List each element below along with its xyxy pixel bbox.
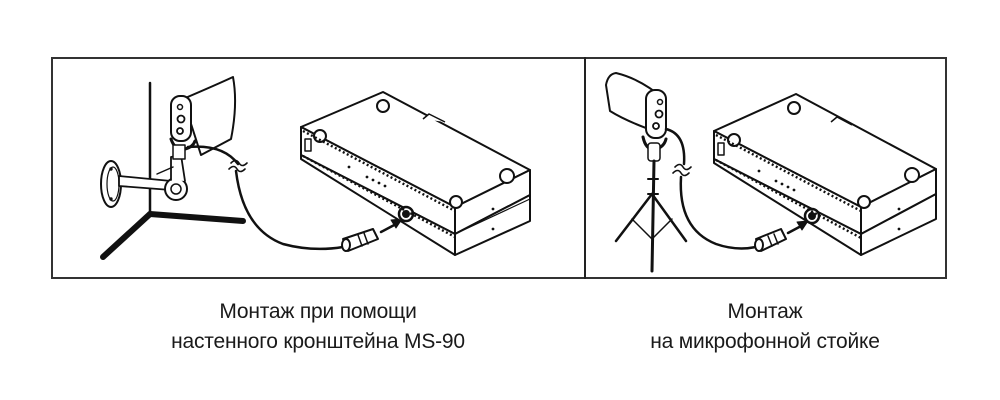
caption-line: Монтаж	[727, 300, 803, 323]
panel-stand-mount	[586, 59, 945, 277]
caption-line: на микрофонной стойке	[650, 330, 880, 353]
caption-wall-mount: Монтаж при помощи настенного кронштейна …	[118, 297, 518, 357]
caption-line: настенного кронштейна MS-90	[171, 330, 465, 353]
caption-line: Монтаж при помощи	[219, 300, 417, 323]
caption-stand-mount: Монтаж на микрофонной стойке	[590, 297, 940, 357]
figure-frame	[51, 57, 947, 279]
panel-wall-mount	[53, 59, 584, 277]
stand-mount-illustration	[605, 72, 937, 273]
wall-mount-illustration	[100, 76, 531, 260]
panel-divider	[584, 57, 586, 279]
